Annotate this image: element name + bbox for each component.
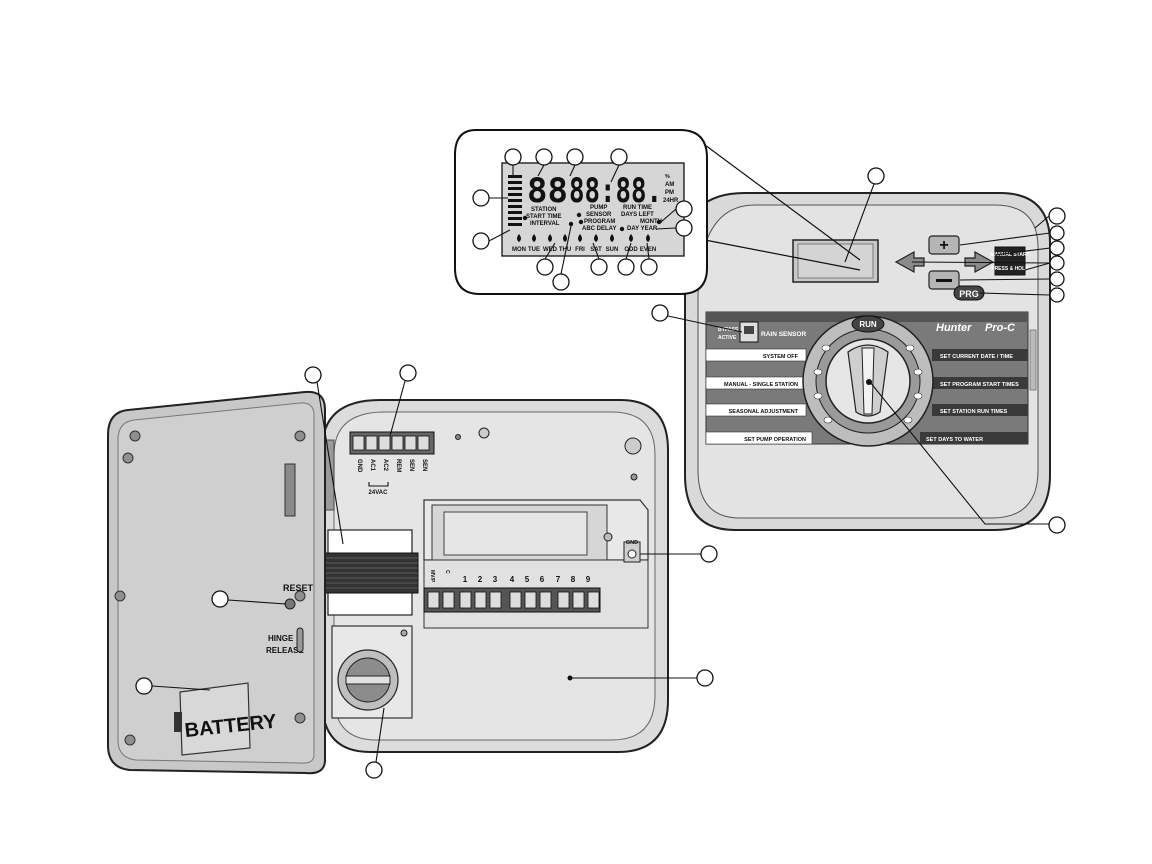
lcd-callouts (472, 148, 693, 291)
press-hold-label: PRESS & HOLD (991, 266, 1029, 272)
prg-label: PRG (959, 289, 979, 299)
term-7: 7 (556, 575, 561, 584)
term-mvp: MV/P (429, 570, 435, 583)
lcd-station: STATION (531, 207, 556, 213)
dial-right-1: SET PROGRAM START TIMES (940, 382, 1019, 388)
lcd-interval: INTERVAL (530, 221, 560, 227)
lcd-day-odd: ODD (624, 247, 638, 253)
lcd-am: AM (665, 182, 674, 188)
front-panel: + MANUAL START PRESS & HOLD PRG BYPASS A… (684, 192, 1051, 531)
lcd-days-left: DAYS LEFT (621, 212, 654, 218)
term-3: 3 (493, 575, 498, 584)
term-8: 8 (571, 575, 576, 584)
lcd-month: MONTH (640, 219, 662, 225)
lcd-program: PROGRAM (584, 219, 615, 225)
term-2: 2 (478, 575, 483, 584)
vac-label: 24VAC (369, 490, 389, 496)
gnd-label: GND (626, 540, 638, 546)
reset-label: RESET (283, 583, 314, 593)
dial-left-3: SET PUMP OPERATION (744, 437, 806, 443)
lcd-abc-delay: ABC DELAY (582, 226, 616, 232)
lcd-digits-left: 88 (527, 171, 568, 211)
dial-left-labels: SYSTEM OFF MANUAL - SINGLE STATION SEASO… (705, 348, 813, 445)
reset-button[interactable] (284, 598, 296, 610)
term-c: C (444, 570, 450, 574)
dial-right-3: SET DAYS TO WATER (926, 437, 983, 443)
manual-start-label: MANUAL START (990, 252, 1029, 258)
lcd-digits-right: 88:88. (569, 171, 662, 211)
term-4: 4 (510, 575, 515, 584)
dial-left-1: MANUAL - SINGLE STATION (724, 382, 798, 388)
hinge-release-tab[interactable] (296, 627, 304, 653)
term-gnd: GND (356, 459, 362, 473)
hinge-label: HINGE (268, 634, 294, 643)
lcd-day-mon: MON (512, 247, 526, 253)
lcd-24hr: 24HR (663, 198, 679, 204)
dial-left-0: SYSTEM OFF (763, 354, 799, 360)
battery-holder (179, 682, 251, 756)
plus-icon: + (939, 237, 948, 254)
bypass-label: BYPASS (718, 327, 739, 333)
rain-sensor-label: RAIN SENSOR (761, 331, 806, 338)
lcd-pm: PM (665, 190, 674, 196)
open-door: RESET HINGE RELEASE BATTERY (107, 390, 326, 775)
term-sen-b: SEN (421, 459, 427, 471)
lcd-zoom: 88 88:88. % AM PM 24HR STATION START TIM… (454, 129, 861, 295)
model-label: Pro-C (985, 322, 1016, 334)
plus-button[interactable] (928, 235, 960, 255)
active-label: ACTIVE (718, 335, 737, 341)
dial-left-2: SEASONAL ADJUSTMENT (729, 409, 799, 415)
lcd-start-time: START TIME (526, 214, 562, 220)
term-9: 9 (586, 575, 591, 584)
lcd-run-time: RUN TIME (623, 205, 652, 211)
minus-icon (936, 279, 952, 282)
lcd-day-sun: SUN (606, 247, 619, 253)
dial-right-labels: SET CURRENT DATE / TIME SET PROGRAM STAR… (920, 349, 1028, 444)
lcd-day-tue: TUE (528, 247, 540, 253)
run-label: RUN (859, 320, 877, 329)
term-rem: REM (395, 459, 401, 472)
release-label: RELEASE (266, 646, 304, 655)
term-ac2: AC2 (382, 459, 388, 472)
lcd-day-thu: THU (559, 247, 571, 253)
lcd-bargraph (508, 175, 522, 226)
term-6: 6 (540, 575, 545, 584)
dial-right-2: SET STATION RUN TIMES (940, 409, 1008, 415)
term-5: 5 (525, 575, 530, 584)
lcd-day-fri: FRI (575, 247, 585, 253)
main-callouts (135, 167, 1066, 779)
dial-right-0: SET CURRENT DATE / TIME (940, 354, 1013, 360)
lcd-screen (501, 162, 685, 257)
term-1: 1 (463, 575, 468, 584)
brand-label: Hunter (936, 322, 972, 334)
term-ac1: AC1 (369, 459, 375, 472)
open-housing: GND AC1 AC2 REM SEN SEN 24VAC (321, 399, 669, 753)
lcd-day-year: DAY YEAR (627, 226, 658, 232)
lcd-pump: PUMP (590, 205, 607, 211)
term-sen-a: SEN (408, 459, 414, 471)
lcd-sensor: SENSOR (586, 212, 612, 218)
lcd-percent: % (665, 174, 670, 180)
